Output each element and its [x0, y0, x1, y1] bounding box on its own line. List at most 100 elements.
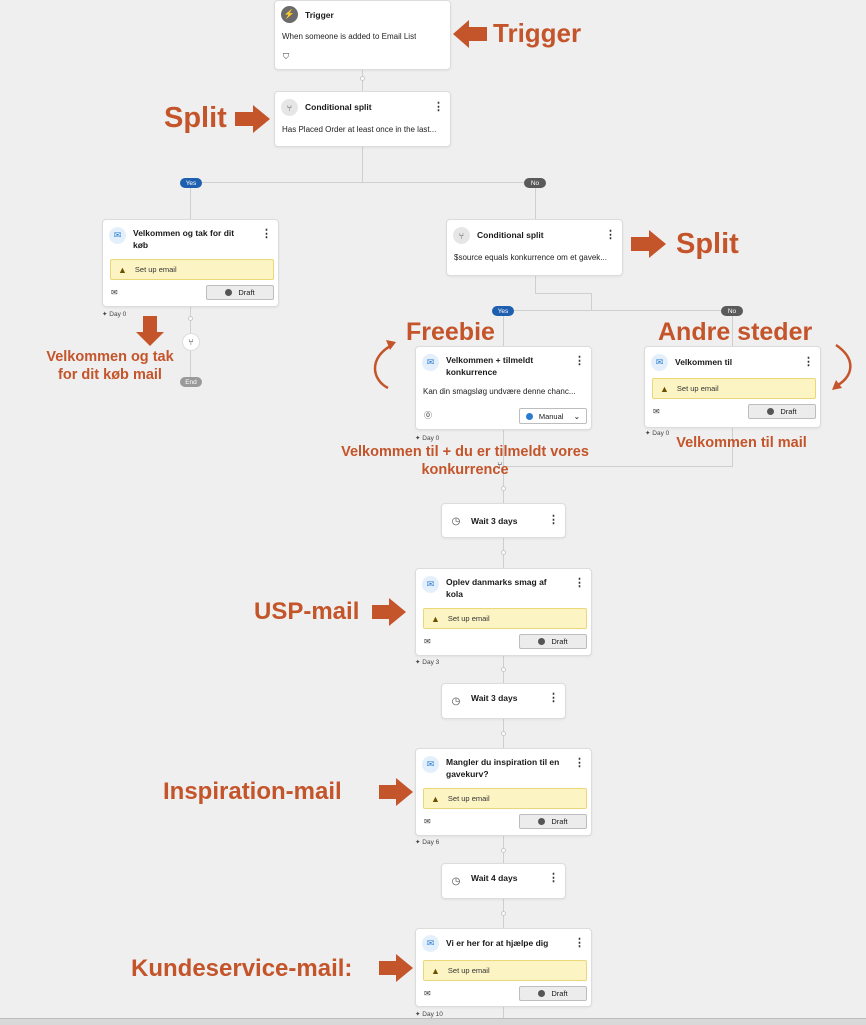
trigger-title: Trigger: [305, 10, 334, 20]
split-title: Conditional split: [305, 102, 372, 112]
more-options-icon[interactable]: ⋮: [548, 692, 559, 704]
annotation-trigger: Trigger: [493, 18, 582, 48]
setup-email-banner[interactable]: ▲Set up email: [423, 960, 587, 981]
connector-line: [503, 310, 504, 346]
day-label: ✦ Day 10: [415, 1011, 443, 1018]
annotation-kundeservice: Kundeservice-mail:: [131, 955, 353, 982]
annotation-split: Split: [164, 102, 227, 134]
lightning-icon: ⚡: [281, 6, 298, 23]
branch-yes-pill: Yes: [492, 306, 514, 316]
merge-icon: ⑂: [497, 460, 503, 470]
email-title: Vi er her for at hjælpe dig: [446, 938, 549, 948]
setup-email-banner[interactable]: ▲Set up email: [110, 259, 274, 280]
mail-icon: ✉: [422, 354, 439, 371]
annotation-inspiration: Inspiration-mail: [163, 778, 342, 805]
arrow-down-icon: [136, 316, 164, 346]
warning-icon: ▲: [118, 264, 127, 275]
warning-icon: ▲: [431, 613, 440, 624]
more-options-icon[interactable]: ⋮: [433, 101, 444, 113]
clock-icon: ◷: [451, 875, 461, 887]
more-options-icon[interactable]: ⋮: [548, 514, 559, 526]
connector-dot: [501, 848, 506, 853]
warning-icon: ▲: [660, 383, 669, 394]
mail-icon: ✉: [422, 935, 439, 952]
more-options-icon[interactable]: ⋮: [574, 757, 585, 769]
trigger-text: When someone is added to Email List: [282, 32, 417, 41]
connector-line: [535, 276, 536, 294]
split-title: Conditional split: [477, 230, 544, 240]
mail-icon: ✉: [422, 756, 439, 773]
wait-card[interactable]: ◷ Wait 3 days ⋮: [441, 503, 566, 538]
wait-label: Wait 3 days: [471, 693, 518, 703]
connector-line: [503, 310, 733, 311]
wait-card[interactable]: ◷ Wait 4 days ⋮: [441, 863, 566, 899]
day-label: ✦ Day 0: [645, 430, 670, 437]
draft-button[interactable]: Draft: [519, 986, 587, 1001]
horizontal-scrollbar[interactable]: [0, 1018, 866, 1025]
day-label: ✦ Day 6: [415, 839, 440, 846]
arrow-right-icon: [631, 230, 666, 258]
more-options-icon[interactable]: ⋮: [548, 872, 559, 884]
mail-icon: ✉: [109, 227, 126, 244]
curved-arrow-icon: [373, 343, 393, 390]
connector-line: [591, 293, 592, 310]
arrow-right-icon: [379, 954, 413, 982]
manual-dropdown[interactable]: Manual⌄: [519, 408, 587, 424]
day-label: ✦ Day 0: [415, 435, 440, 442]
wait-card[interactable]: ◷ Wait 3 days ⋮: [441, 683, 566, 719]
day-label: ✦ Day 3: [415, 659, 440, 666]
connector-line: [190, 182, 535, 183]
more-options-icon[interactable]: ⋮: [803, 356, 814, 368]
connector-line: [190, 182, 191, 219]
more-options-icon[interactable]: ⋮: [261, 228, 272, 240]
setup-email-banner[interactable]: ▲Set up email: [652, 378, 816, 399]
connector-line: [362, 147, 363, 182]
draft-button[interactable]: Draft: [748, 404, 816, 419]
mail-icon: ✉: [651, 354, 668, 371]
arrow-left-icon: [453, 20, 487, 48]
connector-dot: [360, 76, 365, 81]
draft-button[interactable]: Draft: [519, 634, 587, 649]
email-status-icon: ✉: [424, 989, 431, 998]
trigger-card[interactable]: ⚡ Trigger When someone is added to Email…: [274, 0, 451, 70]
connector-dot: [501, 731, 506, 736]
wait-label: Wait 4 days: [471, 873, 518, 883]
email-preview-text: Kan din smagsløg undvære denne chanc...: [423, 387, 576, 396]
conditional-split-card[interactable]: ⑂ Conditional split ⋮ $source equals kon…: [446, 219, 623, 276]
annotation-split: Split: [676, 228, 739, 260]
email-title: Velkommen til: [675, 357, 733, 367]
email-card-welcome[interactable]: ✉ Velkommen til ⋮ ▲Set up email ✉ Draft: [644, 346, 821, 428]
arrow-right-icon: [235, 105, 270, 133]
more-options-icon[interactable]: ⋮: [605, 229, 616, 241]
connector-line: [732, 428, 733, 466]
connector-dot: [501, 550, 506, 555]
filter-icon: ⛉: [283, 52, 289, 61]
email-status-icon: ✉: [424, 637, 431, 646]
warning-icon: ▲: [431, 965, 440, 976]
more-options-icon[interactable]: ⋮: [574, 355, 585, 367]
setup-email-banner[interactable]: ▲Set up email: [423, 788, 587, 809]
conditional-split-card[interactable]: ⑂ Conditional split ⋮ Has Placed Order a…: [274, 91, 451, 147]
more-options-icon[interactable]: ⋮: [574, 577, 585, 589]
setup-email-banner[interactable]: ▲Set up email: [423, 608, 587, 629]
clock-icon: ◷: [451, 695, 461, 707]
draft-button[interactable]: Draft: [519, 814, 587, 829]
email-card-service[interactable]: ✉ Vi er her for at hjælpe dig ⋮ ▲Set up …: [415, 928, 592, 1007]
draft-button[interactable]: Draft: [206, 285, 274, 300]
end-pill: End: [180, 377, 202, 387]
connector-line: [732, 310, 733, 346]
shopify-icon: ⓪: [424, 411, 432, 420]
more-options-icon[interactable]: ⋮: [574, 937, 585, 949]
annotation-usp: USP-mail: [254, 598, 360, 625]
add-split-button[interactable]: ⑂: [182, 333, 200, 351]
